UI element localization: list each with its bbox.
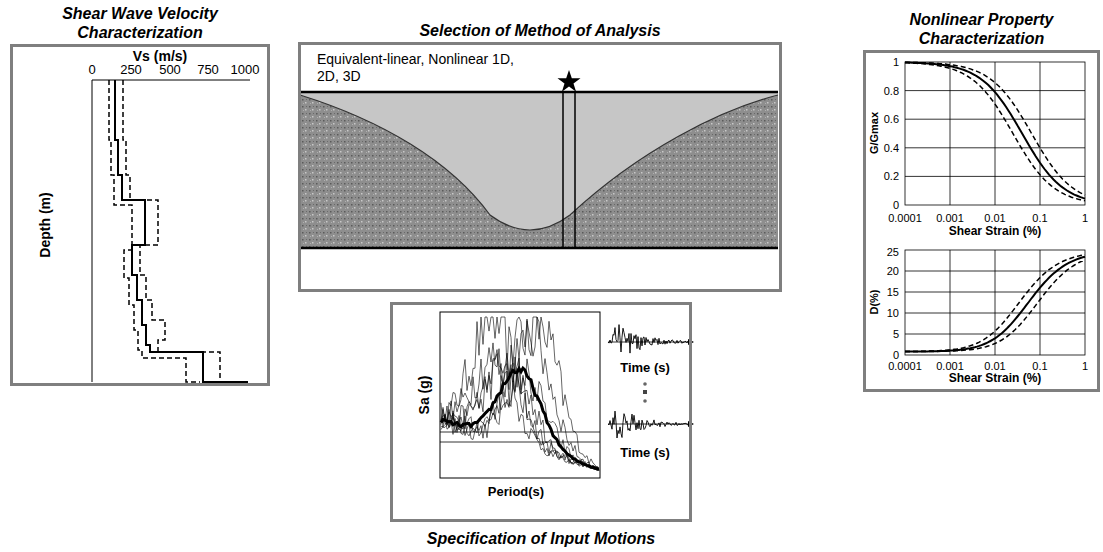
vs-chart xyxy=(92,80,250,382)
valley-section xyxy=(300,70,778,248)
axis-tick: 500 xyxy=(159,63,181,78)
axis-label: Period(s) xyxy=(488,485,544,500)
time-axis xyxy=(608,424,688,425)
axis-label: D(%) xyxy=(868,289,881,314)
panel-box: Selection of Method of AnalysisEquivalen… xyxy=(298,42,782,292)
acceleration-trace xyxy=(608,325,688,354)
axis-line xyxy=(92,80,93,382)
axis-label: 1 xyxy=(1082,360,1088,373)
modulus-curve xyxy=(905,62,1085,195)
axis-label: 0.01 xyxy=(984,212,1005,225)
axis-label: 0.8 xyxy=(884,84,899,97)
damping-curve xyxy=(905,260,1085,352)
axis-tick: 1000 xyxy=(231,63,260,78)
axis-label: Shear Strain (%) xyxy=(949,372,1042,386)
spectrum-curve xyxy=(441,317,599,471)
vs-profile xyxy=(115,80,248,382)
vs-bound xyxy=(123,80,250,382)
axis-label: 0.6 xyxy=(884,113,899,126)
axis-label: 1 xyxy=(1082,212,1088,225)
damping-curve xyxy=(905,255,1085,352)
plot-frame xyxy=(905,250,1085,355)
axis-label: 0.001 xyxy=(936,360,964,373)
axis-label: 1 xyxy=(893,56,899,69)
ellipsis-dot xyxy=(643,382,647,386)
axis-label: 0.4 xyxy=(884,141,899,154)
ground-surface xyxy=(300,91,778,94)
axis-label: 20 xyxy=(887,265,899,278)
plot-frame xyxy=(905,62,1085,205)
curves xyxy=(441,62,1085,471)
axis-tick: 750 xyxy=(197,63,219,78)
axis-tick: 250 xyxy=(120,63,142,78)
method-text: Equivalent-linear, Nonlinear 1D, 2D, 3D xyxy=(317,51,517,85)
spectrum-curve xyxy=(441,358,599,469)
axis-label: 0.0001 xyxy=(888,360,922,373)
axis-label: 0.001 xyxy=(936,212,964,225)
spectrum-curve xyxy=(441,339,599,470)
ellipsis-dot xyxy=(643,399,647,403)
sediment xyxy=(300,92,778,230)
plot-frame xyxy=(440,312,600,478)
axis-tick: 0 xyxy=(88,63,95,78)
axis-label: Time (s) xyxy=(620,446,670,461)
time-axis xyxy=(608,342,688,343)
spectrum-curve xyxy=(441,368,599,469)
grid-line xyxy=(440,442,600,443)
axis-label: 0.1 xyxy=(1032,360,1047,373)
axis-label: Shear Strain (%) xyxy=(949,225,1042,239)
grid-line xyxy=(905,250,1085,355)
sediment-boundary xyxy=(300,95,778,230)
acceleration-trace xyxy=(608,411,688,438)
axis-label: 0.2 xyxy=(884,170,899,183)
damping-curve xyxy=(905,257,1085,352)
modulus-curve xyxy=(905,63,1085,201)
soil-column xyxy=(574,92,576,248)
axis-label: Depth (m) xyxy=(37,192,53,257)
axis-label: 15 xyxy=(887,286,899,299)
axis-label: 5 xyxy=(893,328,899,341)
modulus-curve xyxy=(905,63,1085,199)
axis-label: 25 xyxy=(887,246,899,259)
site-star xyxy=(558,70,581,92)
rock-base xyxy=(300,247,778,250)
panel-title: Shear Wave Velocity Characterization xyxy=(25,4,255,42)
axis-label: Time (s) xyxy=(620,361,670,376)
axis-label: G/Gmax xyxy=(868,112,881,154)
spectrum-curve xyxy=(441,343,599,471)
ellipsis-dot xyxy=(643,390,647,394)
vs-bound xyxy=(109,80,200,382)
soil-column xyxy=(562,92,564,248)
grid-line xyxy=(905,62,1085,205)
panel-title: Nonlinear Property Characterization xyxy=(877,10,1087,48)
panel-title: Specification of Input Motions xyxy=(381,529,701,548)
axis-label: 0 xyxy=(893,349,899,362)
bedrock xyxy=(300,92,778,248)
axis-label: 0.0001 xyxy=(888,212,922,225)
axis-label: 0 xyxy=(893,199,899,212)
axis-label: Sa (g) xyxy=(416,376,432,415)
axis-label: 0.01 xyxy=(984,360,1005,373)
panel-title: Selection of Method of Analysis xyxy=(330,21,750,40)
axis-label: 10 xyxy=(887,307,899,320)
property-charts xyxy=(905,62,1085,355)
axis-label: 0.1 xyxy=(1032,212,1047,225)
